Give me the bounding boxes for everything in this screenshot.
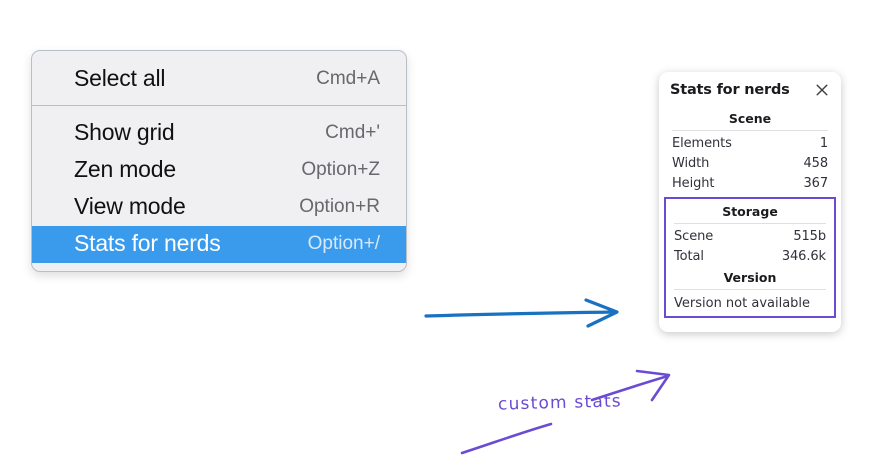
section-heading: Scene (728, 111, 772, 126)
section-heading: Version (723, 270, 777, 285)
stat-row: Scene 515b (672, 227, 828, 247)
menu-separator (32, 105, 406, 106)
stats-for-nerds-panel: Stats for nerds Scene Elements 1 Width 4… (659, 72, 841, 332)
stat-key: Scene (674, 229, 714, 244)
stat-value: 1 (819, 136, 828, 151)
stat-value: 367 (803, 176, 828, 191)
stat-key: Width (672, 156, 710, 171)
menu-item-view-mode[interactable]: View mode Option+R (32, 189, 406, 226)
custom-stats-highlight-box: Storage Scene 515b Total 346.6k Version … (664, 197, 836, 318)
stat-key: Height (672, 176, 715, 191)
menu-item-stats-for-nerds[interactable]: Stats for nerds Option+/ (32, 226, 406, 263)
menu-item-label: Stats for nerds (74, 230, 221, 256)
menu-item-show-grid[interactable]: Show grid Cmd+' (32, 115, 406, 152)
menu-item-shortcut: Option+/ (307, 233, 380, 254)
handwritten-label: custom stats (497, 391, 623, 415)
menu-item-shortcut: Option+R (299, 196, 380, 217)
section-storage: Storage Scene 515b Total 346.6k (672, 201, 828, 267)
menu-item-shortcut: Option+Z (301, 159, 380, 180)
close-icon[interactable] (814, 82, 830, 98)
blue-arrow (424, 298, 619, 328)
panel-header: Stats for nerds (670, 82, 830, 98)
purple-underline-stroke (460, 422, 553, 455)
section-scene: Scene Elements 1 Width 458 Height 367 (670, 108, 830, 194)
stat-value: 458 (803, 156, 828, 171)
stat-row: Width 458 (670, 154, 830, 174)
menu-item-label: Show grid (74, 119, 175, 145)
stat-row: Elements 1 (670, 134, 830, 154)
menu-item-shortcut: Cmd+A (316, 68, 380, 89)
section-version: Version Version not available (672, 267, 828, 312)
stat-key: Elements (672, 136, 732, 151)
menu-group-1: Select all Cmd+A (32, 51, 406, 105)
section-divider (674, 289, 826, 290)
menu-item-label: View mode (74, 193, 186, 219)
stat-row: Height 367 (670, 174, 830, 194)
stat-key: Total (674, 249, 704, 264)
menu-item-label: Zen mode (74, 156, 176, 182)
menu-item-select-all[interactable]: Select all Cmd+A (32, 61, 406, 98)
version-text: Version not available (674, 296, 811, 311)
menu-item-zen-mode[interactable]: Zen mode Option+Z (32, 152, 406, 189)
menu-item-shortcut: Cmd+' (325, 122, 380, 143)
menu-group-2: Show grid Cmd+' Zen mode Option+Z View m… (32, 106, 406, 271)
canvas-context-menu[interactable]: Select all Cmd+A Show grid Cmd+' Zen mod… (31, 50, 407, 272)
section-divider (674, 223, 826, 224)
section-heading: Storage (722, 204, 778, 219)
stat-value: 515b (793, 229, 826, 244)
panel-title: Stats for nerds (670, 82, 790, 98)
stat-row: Total 346.6k (672, 247, 828, 267)
section-divider (672, 130, 828, 131)
stat-value: 346.6k (781, 249, 826, 264)
menu-item-label: Select all (74, 65, 166, 91)
